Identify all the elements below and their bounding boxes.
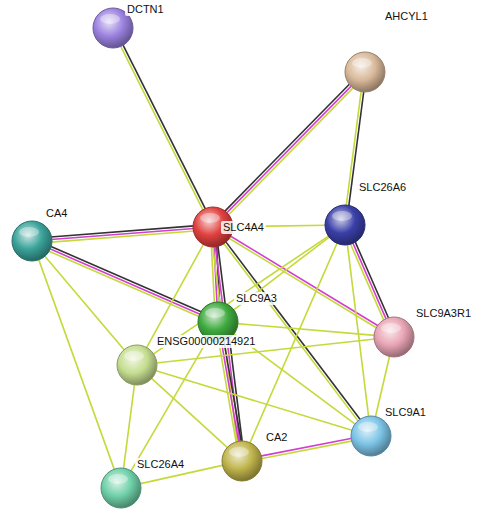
edge-strand <box>233 237 330 311</box>
protein-node: CA4 <box>11 220 53 262</box>
node-label: CA2 <box>264 431 289 444</box>
interaction-edge <box>233 237 330 311</box>
interaction-edge <box>48 246 201 317</box>
edge-strand <box>44 255 124 350</box>
node-sphere <box>11 220 53 262</box>
node-label: ENSG00000214921 <box>155 335 257 348</box>
node-sphere <box>100 467 142 509</box>
edge-strand <box>153 236 329 355</box>
node-label: SLC26A6 <box>357 181 408 194</box>
edge-strand <box>38 259 114 470</box>
node-sphere <box>221 440 263 482</box>
protein-node: AHCYL1 <box>344 51 386 93</box>
edge-strand <box>355 241 389 318</box>
protein-node: DCTN1 <box>92 7 134 49</box>
interaction-edge <box>155 371 353 431</box>
protein-node: SLC9A3R1 <box>373 316 415 358</box>
edge-strand <box>347 244 368 417</box>
node-label: SLC9A3 <box>234 292 279 305</box>
interaction-edge <box>38 259 114 470</box>
edge-strand <box>225 241 360 420</box>
interaction-edge <box>224 84 353 216</box>
node-label: SLC9A1 <box>383 406 428 419</box>
node-label: AHCYL1 <box>383 10 430 23</box>
edge-strand <box>226 86 351 214</box>
node-sphere <box>344 51 386 93</box>
node-label: SLC4A4 <box>221 221 266 234</box>
interaction-edge <box>153 236 329 355</box>
protein-node: SLC26A6 <box>324 204 366 246</box>
interaction-edge <box>120 44 205 210</box>
node-sphere <box>116 344 158 386</box>
edge-strand <box>123 384 134 469</box>
interaction-edge <box>44 255 124 350</box>
edge-strand <box>50 246 201 312</box>
edge-strand <box>51 228 194 239</box>
protein-node: SLC26A4 <box>100 467 142 509</box>
edge-strand <box>229 238 378 328</box>
edge-strand <box>120 46 203 211</box>
edge-strand <box>228 87 353 215</box>
edge-strand <box>250 242 338 443</box>
node-label: DCTN1 <box>125 3 166 16</box>
protein-node: SLC4A4 <box>192 206 234 248</box>
edge-strand <box>353 242 387 319</box>
protein-node: SLC9A1 <box>350 415 392 457</box>
edge-strand <box>48 251 199 317</box>
interaction-edge <box>146 244 204 349</box>
node-label: SLC9A3R1 <box>414 307 473 320</box>
edge-strand <box>49 249 200 315</box>
node-sphere <box>324 204 366 246</box>
interaction-edge <box>347 244 368 417</box>
node-label: CA4 <box>44 207 69 220</box>
node-sphere <box>350 415 392 457</box>
interaction-edge <box>123 384 134 469</box>
node-label: SLC26A4 <box>135 458 186 471</box>
protein-node: ENSG00000214921 <box>116 344 158 386</box>
protein-node: CA2 <box>221 440 263 482</box>
interaction-edge <box>51 226 195 242</box>
edge-strand <box>51 226 194 237</box>
edge-strand <box>51 231 194 242</box>
edge-strand <box>224 84 349 212</box>
edge-strand <box>237 324 375 336</box>
edge-strand <box>146 244 204 349</box>
interaction-edge <box>237 324 375 336</box>
edge-strand <box>155 371 353 431</box>
interaction-edge <box>250 242 338 443</box>
node-sphere <box>373 316 415 358</box>
edge-strand <box>123 44 206 209</box>
interaction-edge <box>223 241 360 421</box>
